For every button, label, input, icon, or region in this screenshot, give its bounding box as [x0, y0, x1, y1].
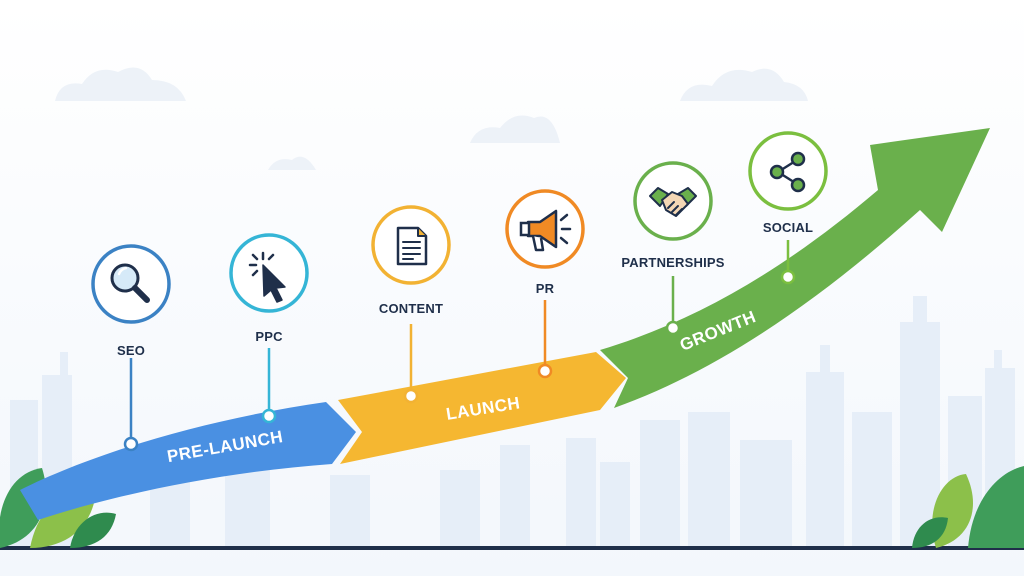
handshake-icon [649, 187, 697, 217]
document-icon [396, 226, 428, 266]
dot-ppc [261, 408, 277, 424]
channel-social [748, 131, 828, 211]
stage-arrows [20, 128, 990, 520]
dot-content [403, 388, 419, 404]
dot-partnerships [665, 320, 681, 336]
leaves-right [912, 466, 1024, 548]
channel-label-partnerships: PARTNERSHIPS [621, 255, 724, 270]
dot-seo [123, 436, 139, 452]
channel-partnerships [633, 161, 713, 241]
share-icon [769, 151, 806, 193]
connector-lines [129, 240, 790, 438]
channel-label-pr: PR [536, 281, 555, 296]
channel-content [371, 205, 451, 285]
channel-pr [505, 189, 585, 269]
channel-label-social: SOCIAL [763, 220, 813, 235]
stage-growth-segment [600, 128, 990, 408]
stage-pre-launch-segment [20, 402, 356, 520]
megaphone-icon [519, 209, 572, 252]
channel-ring-social [748, 131, 828, 211]
channel-seo [91, 244, 171, 324]
channel-label-seo: SEO [117, 343, 145, 358]
connector-dots [123, 269, 796, 452]
clouds [55, 67, 808, 170]
cursor-click-icon [248, 251, 286, 303]
magnifier-icon [110, 263, 150, 303]
ground-line [0, 546, 1024, 550]
channel-label-ppc: PPC [255, 329, 283, 344]
dot-pr [537, 363, 553, 379]
dot-social [780, 269, 796, 285]
channel-ppc [229, 233, 309, 313]
channel-label-content: CONTENT [379, 301, 443, 316]
stage-launch-segment [338, 352, 626, 464]
